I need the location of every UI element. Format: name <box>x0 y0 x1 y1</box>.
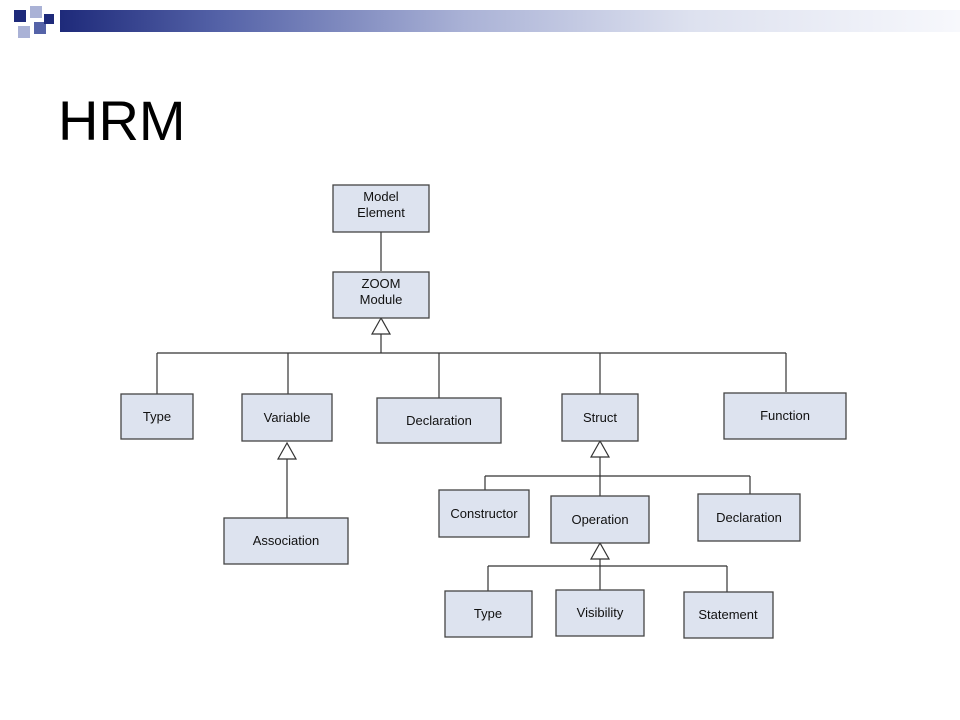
connectors <box>156 232 787 592</box>
svg-text:Struct: Struct <box>583 410 617 425</box>
inheritance-arrow-operation <box>589 541 611 560</box>
node-operation-type: Type <box>444 590 533 638</box>
node-declaration: Declaration <box>376 397 502 444</box>
svg-text:Constructor: Constructor <box>450 506 518 521</box>
node-struct: Struct <box>561 393 639 442</box>
header-square-dark <box>14 10 26 22</box>
node-struct-declaration: Declaration <box>697 493 801 542</box>
svg-text:Declaration: Declaration <box>406 413 472 428</box>
node-visibility: Visibility <box>555 589 645 637</box>
inheritance-arrows <box>276 316 611 560</box>
svg-text:Association: Association <box>253 533 319 548</box>
svg-text:Function: Function <box>760 408 810 423</box>
svg-text:Variable: Variable <box>264 410 311 425</box>
node-statement: Statement <box>683 591 774 639</box>
node-association: Association <box>223 517 349 565</box>
svg-text:Statement: Statement <box>698 607 758 622</box>
header-gradient-bar <box>60 10 960 32</box>
header-square-mid <box>34 22 46 34</box>
node-variable: Variable <box>241 393 333 442</box>
inheritance-arrow-variable <box>276 441 298 460</box>
node-type: Type <box>120 393 194 440</box>
svg-text:Visibility: Visibility <box>577 605 624 620</box>
slide-title: HRM <box>58 89 186 152</box>
svg-text:Operation: Operation <box>571 512 628 527</box>
svg-text:Declaration: Declaration <box>716 510 782 525</box>
svg-text:Type: Type <box>474 606 502 621</box>
node-constructor: Constructor <box>438 489 530 538</box>
node-operation: Operation <box>550 495 650 544</box>
inheritance-arrow-zoom <box>370 316 392 335</box>
svg-text:Type: Type <box>143 409 171 424</box>
inheritance-arrow-struct <box>589 439 611 458</box>
header-square-light-2 <box>18 26 30 38</box>
header-square-light <box>30 6 42 18</box>
node-function: Function <box>723 392 847 440</box>
header-square-dark-2 <box>44 14 54 24</box>
